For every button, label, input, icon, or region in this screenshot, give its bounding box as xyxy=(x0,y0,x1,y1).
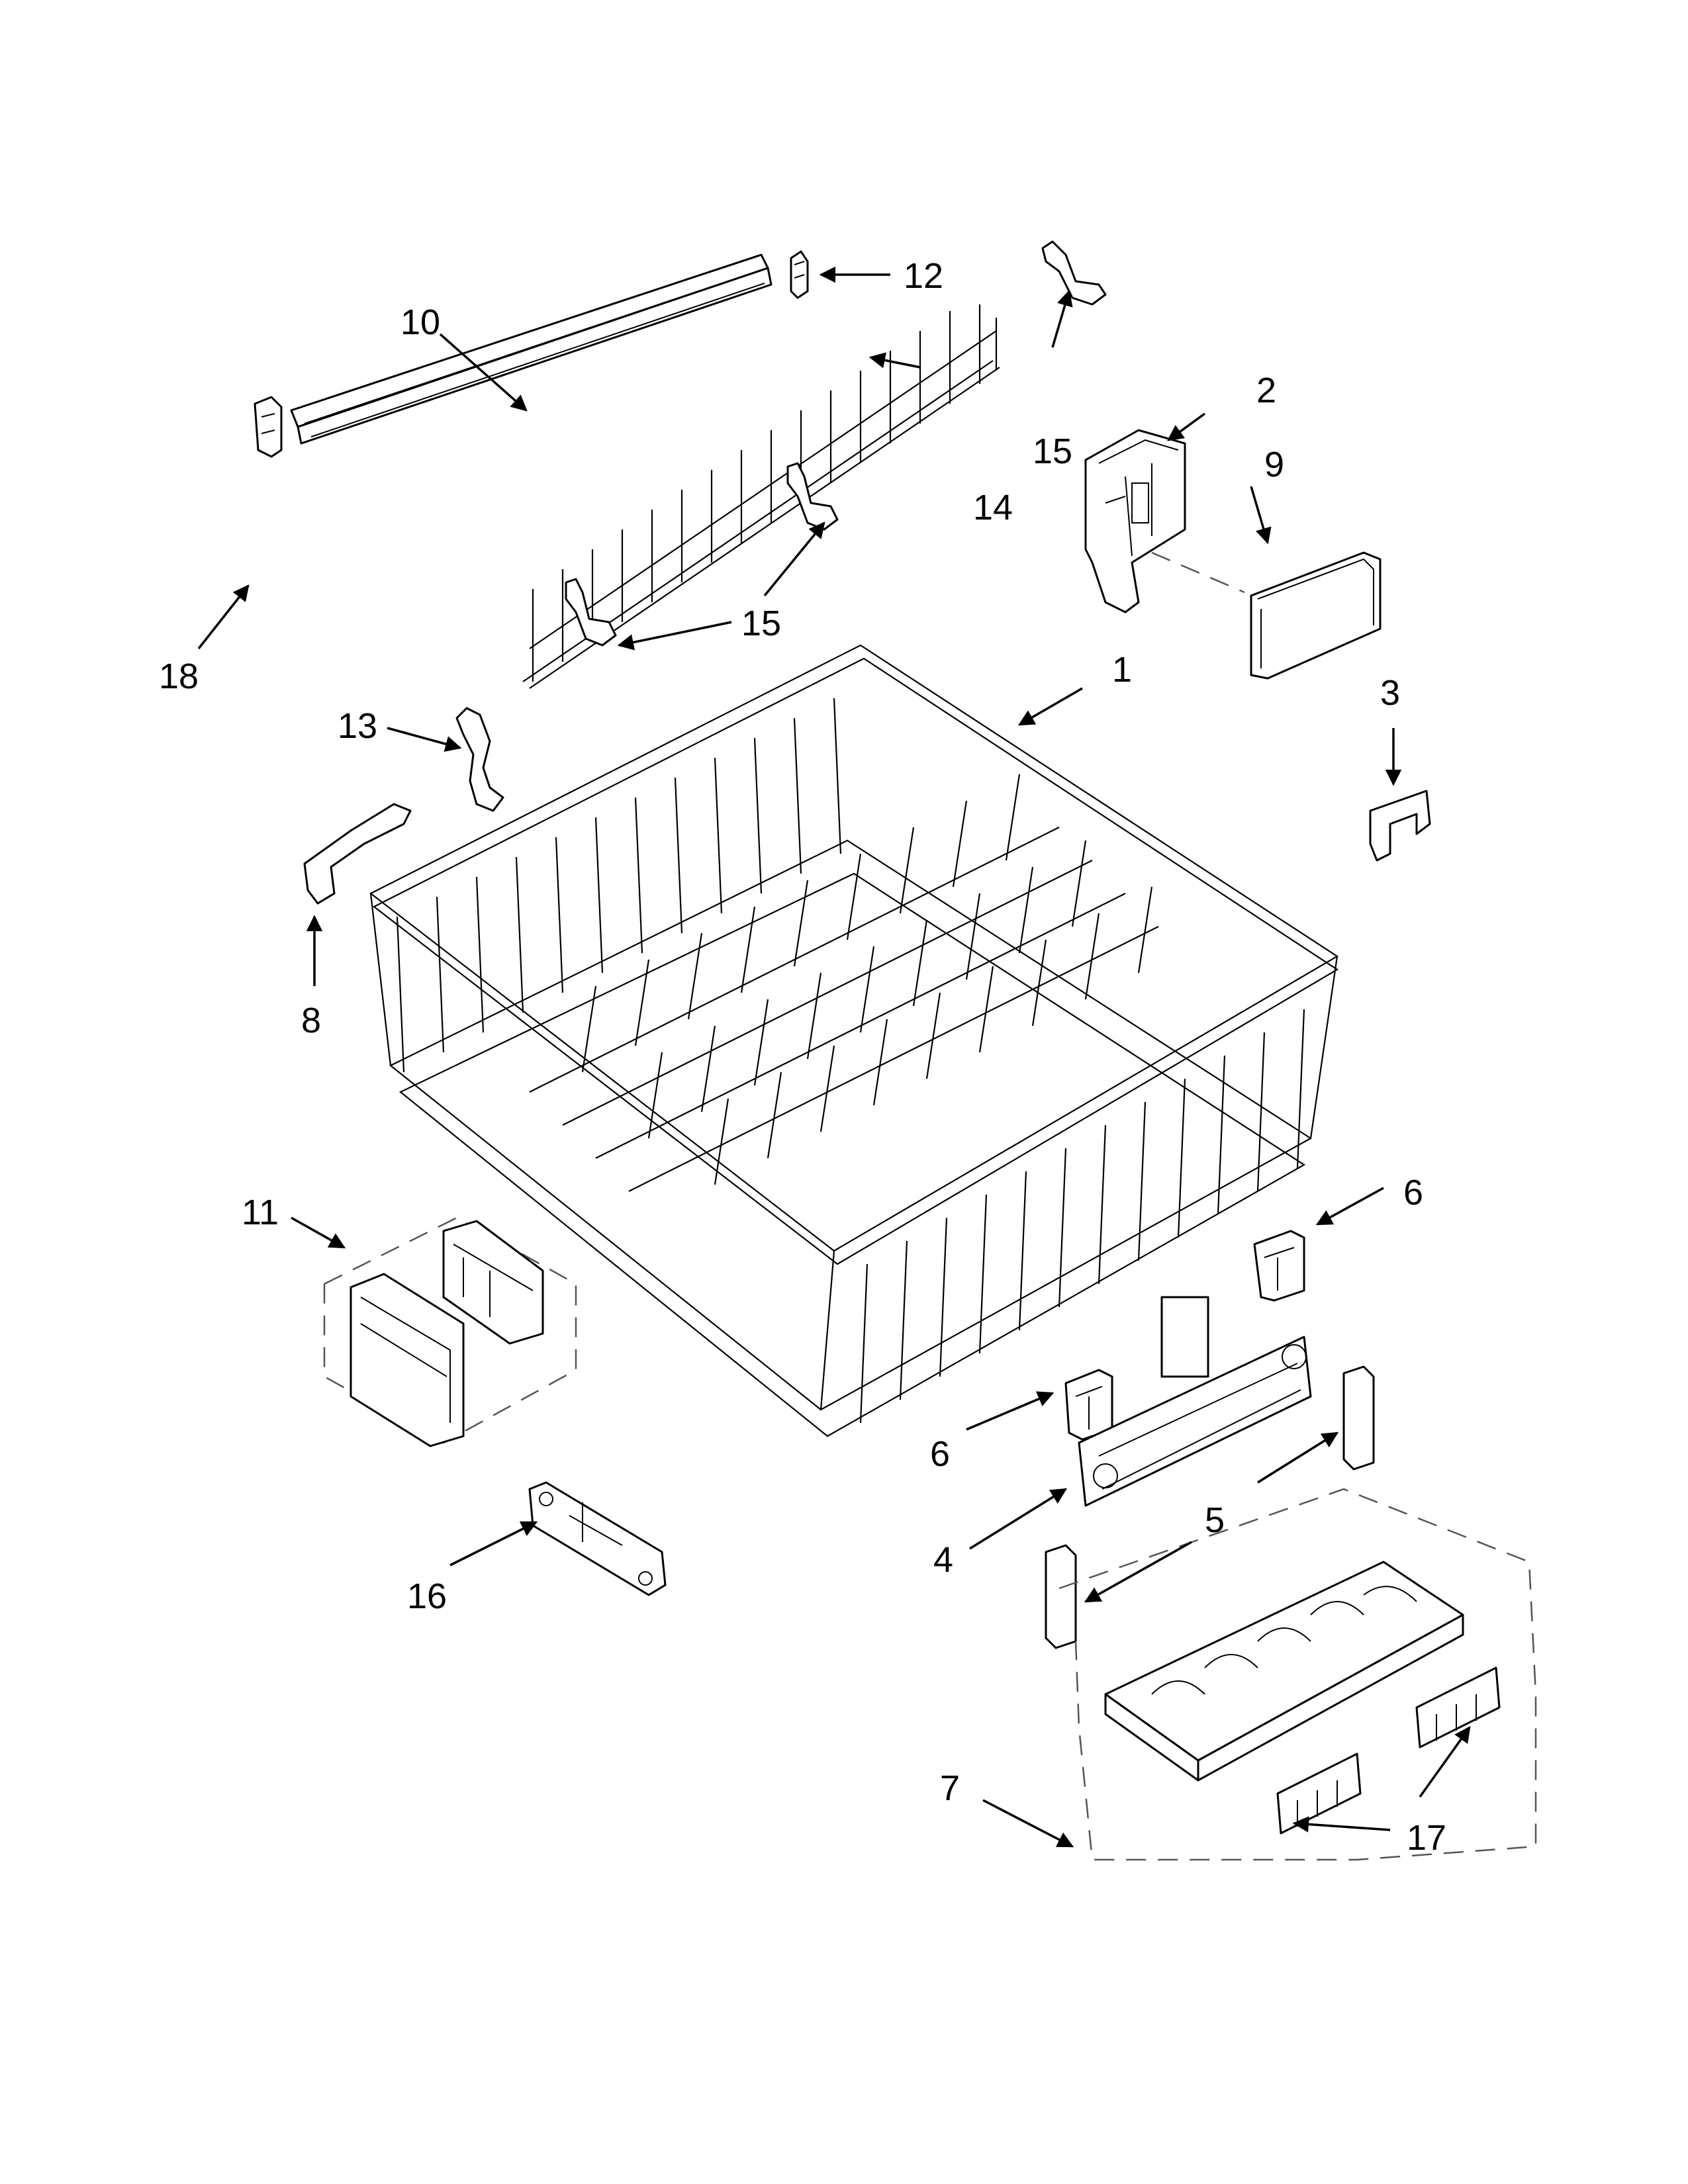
callout-10: 10 xyxy=(400,302,440,342)
callout-14: 14 xyxy=(973,488,1013,527)
part-15-shelf-clip-low xyxy=(565,578,617,647)
callout-1: 1 xyxy=(1112,650,1132,690)
callout-5: 5 xyxy=(1205,1500,1225,1540)
part-11-handle-assembly xyxy=(323,1216,577,1447)
callout-15-mid: 15 xyxy=(741,604,781,643)
part-17-clip-right xyxy=(1415,1666,1501,1749)
leader-arrows xyxy=(197,266,1471,1848)
part-17-clip-left xyxy=(1276,1752,1362,1835)
part-12-rail-end-stop xyxy=(790,250,809,299)
part-1-upper-dishrack xyxy=(369,644,1339,1437)
callout-6-lower: 6 xyxy=(930,1434,950,1474)
callout-2: 2 xyxy=(1256,371,1276,410)
callout-7: 7 xyxy=(940,1768,960,1808)
callout-15-top: 15 xyxy=(1033,432,1072,471)
part-18-rail-end-cap xyxy=(254,396,283,458)
callout-labels: 12 10 15 2 14 9 15 15 18 1 3 13 8 6 11 6… xyxy=(159,256,1446,1858)
part-15-shelf-clip-mid xyxy=(786,462,839,531)
part-13-latch xyxy=(455,707,504,812)
part-8-lever xyxy=(303,803,412,905)
part-5-stop-left xyxy=(1045,1544,1077,1649)
callout-3: 3 xyxy=(1380,673,1400,713)
part-9-adjuster-cover xyxy=(1250,551,1382,680)
part-2-adjuster-housing xyxy=(1084,429,1186,614)
callout-17: 17 xyxy=(1407,1818,1446,1858)
callout-12: 12 xyxy=(904,256,943,296)
part-7-cutlery-tray-assembly xyxy=(1058,1488,1537,1861)
part-16-latch-bracket xyxy=(528,1481,667,1596)
part-4-adjuster-slide xyxy=(1078,1296,1312,1507)
callout-13: 13 xyxy=(338,706,377,746)
part-5-stop-right xyxy=(1342,1365,1375,1471)
callout-9: 9 xyxy=(1264,445,1284,484)
part-3-clip xyxy=(1369,790,1431,862)
callout-4: 4 xyxy=(933,1540,953,1580)
part-6-clip-lower xyxy=(1064,1369,1113,1441)
callout-16: 16 xyxy=(407,1576,447,1616)
callout-6-upper: 6 xyxy=(1403,1173,1423,1212)
callout-11: 11 xyxy=(242,1193,279,1232)
callout-8: 8 xyxy=(301,1001,321,1040)
part-6-clip-upper xyxy=(1253,1230,1305,1302)
part-15-shelf-clip-top xyxy=(1041,240,1107,306)
callout-18: 18 xyxy=(159,657,199,696)
part-10-rack-rail xyxy=(290,253,773,445)
